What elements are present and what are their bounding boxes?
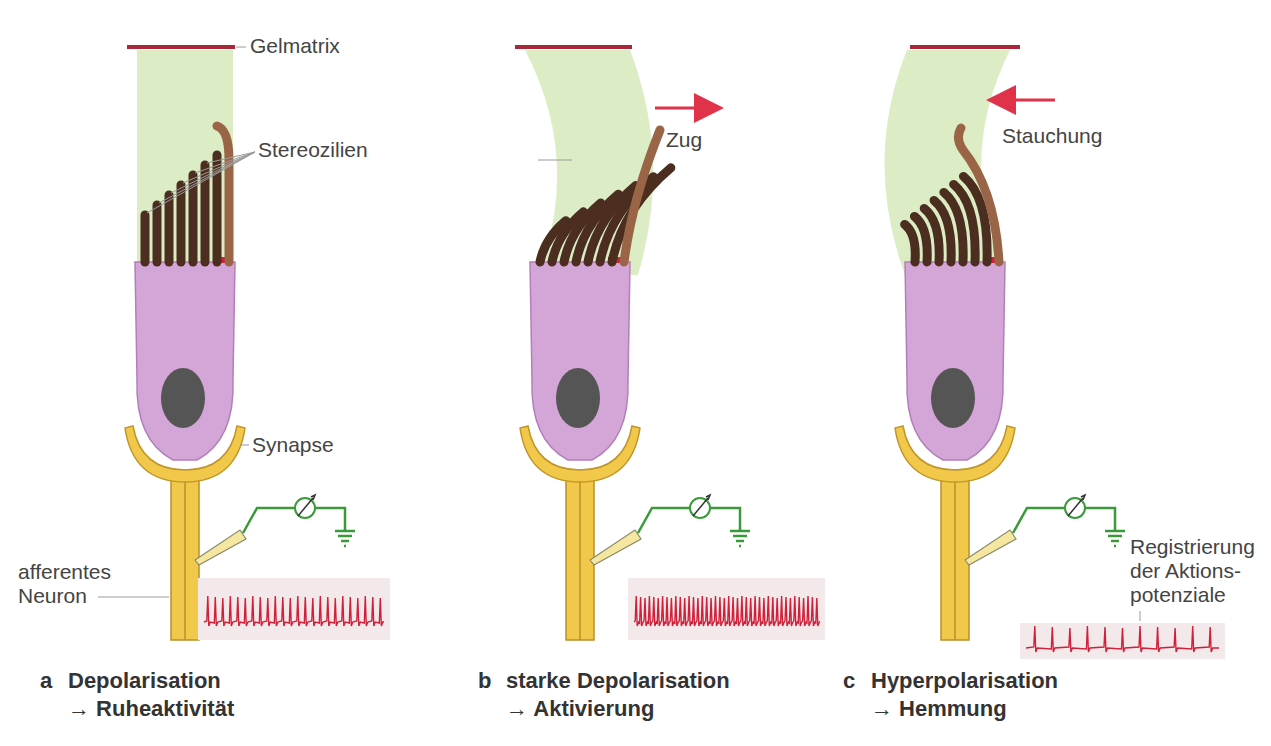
- caption-letter: c: [843, 668, 855, 694]
- caption-result: → Ruheaktivität: [68, 696, 234, 722]
- stereocilium: [177, 185, 186, 262]
- caption-result: → Aktivierung: [506, 696, 654, 722]
- hair-cell-rest: [125, 47, 355, 640]
- label: Gelmatrix: [250, 34, 340, 58]
- stereocilium: [954, 184, 975, 262]
- label: afferentes Neuron: [18, 560, 126, 608]
- push-arrow: [998, 99, 1055, 102]
- stereocilium: [165, 195, 174, 262]
- spike-trace: [1026, 626, 1219, 652]
- kinocilium: [958, 128, 999, 262]
- stereocilium: [934, 200, 951, 262]
- stereocilium: [153, 205, 162, 262]
- spike-trace: [204, 596, 384, 626]
- spike-trace: [634, 596, 819, 626]
- force-label: Zug: [666, 128, 702, 152]
- kinocilium: [217, 126, 229, 262]
- label: Stereozilien: [258, 138, 368, 162]
- stereocilium: [201, 165, 210, 262]
- label: Registrierung der Aktions- potenziale: [1130, 535, 1266, 607]
- stereocilium: [914, 216, 927, 262]
- caption-text: starke Depolarisation: [506, 668, 730, 694]
- kinocilium: [624, 130, 660, 262]
- recording-box: [1020, 623, 1225, 659]
- caption-letter: a: [40, 668, 52, 694]
- hair-cell-compressed: [884, 47, 1125, 640]
- stereocilium: [905, 224, 916, 262]
- hair-cell-pulled: [515, 47, 750, 640]
- recording-box: [198, 578, 390, 640]
- stereocilium: [944, 192, 963, 262]
- stereocilium: [141, 215, 150, 262]
- caption-result: → Hemmung: [871, 696, 1007, 722]
- caption-text: Hyperpolarisation: [871, 668, 1058, 694]
- force-label: Stauchung: [1002, 124, 1102, 148]
- stereocilium: [924, 208, 939, 262]
- recording-box: [628, 578, 825, 640]
- caption-letter: b: [478, 668, 491, 694]
- pull-arrow: [655, 107, 712, 110]
- stereocilium: [189, 175, 198, 262]
- caption-text: Depolarisation: [68, 668, 221, 694]
- leader-lines: [98, 47, 1140, 621]
- label: Synapse: [252, 433, 334, 457]
